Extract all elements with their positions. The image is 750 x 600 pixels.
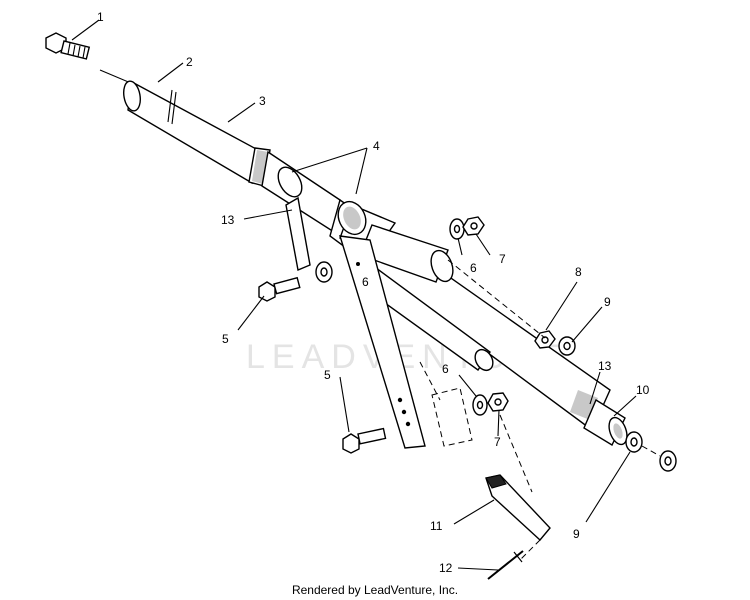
footer-credit: Rendered by LeadVenture, Inc. bbox=[291, 583, 459, 597]
callout-labels: 1 2 3 4 13 6 5 5 6 7 8 9 13 10 6 7 11 12… bbox=[97, 10, 650, 575]
callout-7-upper: 7 bbox=[499, 252, 506, 266]
callout-13-upper: 13 bbox=[221, 213, 235, 227]
bolt-part-5-lower bbox=[342, 433, 360, 454]
leader-lines bbox=[71, 19, 637, 571]
callout-10: 10 bbox=[636, 383, 650, 397]
hardware-pieces bbox=[258, 216, 677, 580]
front-bracket bbox=[339, 235, 426, 449]
callout-1: 1 bbox=[97, 10, 104, 24]
callout-3: 3 bbox=[259, 94, 266, 108]
grip-end-ellipse bbox=[123, 80, 141, 112]
callout-9-lower: 9 bbox=[573, 527, 580, 541]
callout-9-upper: 9 bbox=[604, 295, 611, 309]
handlebar-tube bbox=[123, 80, 628, 446]
callout-12: 12 bbox=[439, 561, 453, 575]
left-bracket bbox=[285, 196, 311, 271]
bracket-plates bbox=[285, 196, 426, 449]
callout-4: 4 bbox=[373, 139, 380, 153]
callout-8: 8 bbox=[575, 265, 582, 279]
pin-part-12 bbox=[487, 550, 524, 580]
dashed-bracket-outline bbox=[431, 387, 473, 447]
callout-11: 11 bbox=[430, 519, 443, 533]
bolt-part-5-upper bbox=[258, 281, 276, 302]
callout-13-lower: 13 bbox=[598, 359, 612, 373]
tube-joint-ellipse bbox=[277, 166, 303, 198]
callout-6-lower: 6 bbox=[442, 362, 449, 376]
callout-5-lower: 5 bbox=[324, 368, 331, 382]
callout-2: 2 bbox=[186, 55, 193, 69]
callout-6-bracket: 6 bbox=[362, 275, 369, 289]
callout-5-upper: 5 bbox=[222, 332, 229, 346]
grip-edge-line bbox=[167, 89, 173, 123]
callout-7-lower: 7 bbox=[494, 435, 501, 449]
callout-6-upper: 6 bbox=[470, 261, 477, 275]
bolt-part-1 bbox=[45, 32, 91, 60]
